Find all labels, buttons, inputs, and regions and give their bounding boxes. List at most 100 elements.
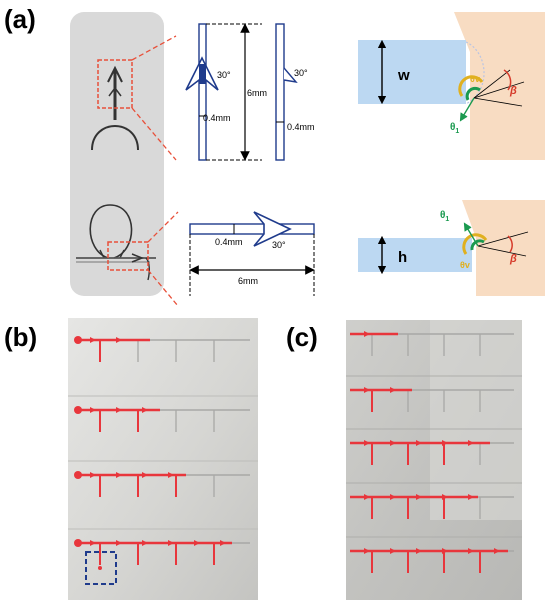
panel-b-background [68,318,258,600]
device-top-arrow [107,65,123,83]
flow-arrow-mark [442,494,448,500]
theta-1-vector [459,97,475,122]
flow-arrow-mark [168,472,174,478]
panel-label-c: (c) [286,322,318,352]
flow-arrow-mark [416,548,422,554]
flow-arrow-mark [116,540,122,546]
flow-arrow-mark [142,540,148,546]
flow-arrow-mark [364,440,370,446]
main-vertical-channel [198,23,207,161]
panel-b-channel-strip [74,336,250,362]
flow-arrow-mark [442,440,448,446]
h-label: h [398,249,407,266]
flow-arrow-mark [390,548,396,554]
flow-arrow-mark [416,494,422,500]
flow-arrow-mark [468,494,474,500]
panel-b-channel-strip [74,471,250,497]
flow-arrow-mark [142,472,148,478]
panel-b-channel-strip [74,539,250,565]
bottom-solid-region [476,200,545,296]
beta-arc [503,69,512,91]
flow-arrow-mark [220,540,226,546]
bottom-theta-v-arc [462,233,488,255]
flow-arrow-mark [390,387,396,393]
flow-arrow-mark [416,440,422,446]
panel-c-channel-strip [350,440,514,465]
bottom-width-label: 0.4mm [215,237,243,247]
flow-arrow-mark [142,407,148,413]
inlet-drop [74,336,82,344]
top-angle-label-1: 30° [217,70,231,80]
flow-arrow-mark [168,540,174,546]
flow-arrow-mark [90,337,96,343]
flow-arrow-mark [442,548,448,554]
top-arrow-filled-section [199,64,206,84]
bottom-angle-label: 30° [272,240,286,250]
flow-arrow-mark [194,540,200,546]
panel-c-photo [346,320,522,600]
panel-c-channel-strip [350,494,514,519]
top-theta-v-label: θv [470,74,480,84]
top-fluid-region [358,40,466,104]
theta-1-arc [465,86,481,101]
flow-arrow-mark [468,548,474,554]
flow-arrow-mark [90,472,96,478]
flow-arrow-mark [90,540,96,546]
device-loop [89,204,133,259]
panel-c-channel-strip [350,548,514,573]
inlet-drop [74,539,82,547]
bottom-theta-v-label: θv [460,260,470,270]
panel-b-photo [68,318,258,600]
bottom-meniscus-schematic: h θv β θ1 [358,200,545,296]
bottom-length-label: 6mm [238,276,258,286]
flow-arrow-mark [116,407,122,413]
inlet-drop [74,406,82,414]
flow-arrow-mark [390,494,396,500]
bottom-beta-arc [507,235,513,253]
top-meniscus-schematic: w θv β θ1 [358,12,545,160]
panel-c-channel-strip [350,387,514,412]
device-image [70,12,164,296]
secondary-vertical-channel [275,23,285,161]
bottom-theta-1-vector [463,222,479,247]
top-beta-label: β [509,85,517,97]
flow-arrow-mark [364,387,370,393]
top-theta-1-label: θ1 [450,122,459,135]
flow-arrow-mark [364,548,370,554]
theta-v-arc [458,75,484,97]
top-width-label-2: 0.4mm [287,122,315,132]
top-width-label-1: 0.4mm [203,113,231,123]
secondary-barb [283,67,298,84]
w-label: w [397,67,410,84]
flow-arrow-mark [116,472,122,478]
flow-arrow-mark [494,548,500,554]
bottom-callout-box [107,241,149,271]
flow-arrow-mark [90,407,96,413]
panel-b-channel-strip [74,406,250,432]
panel-label-a: (a) [4,4,36,34]
top-solid-region [470,12,545,160]
roi-drop [98,566,102,570]
inlet-drop [74,471,82,479]
device-arch [91,125,139,151]
flow-arrow-mark [364,331,370,337]
flow-arrow-mark [116,337,122,343]
flow-arrow-mark [364,494,370,500]
bottom-channel-design: 0.4mm 30° 6mm [189,211,315,296]
top-length-label: 6mm [247,88,267,98]
bottom-beta-label: β [509,253,517,265]
bottom-fluid-region [358,238,472,272]
panel-label-b: (b) [4,322,38,352]
top-angle-label-2: 30° [294,68,308,78]
flow-arrow-mark [468,440,474,446]
device-background [70,12,164,296]
top-channel-design: 30° 6mm 0.4mm 30° 0.4mm [185,23,315,161]
horizontal-channel [189,223,315,235]
flow-arrow-mark [390,440,396,446]
region-of-interest-box [85,551,117,585]
top-callout-box [97,59,133,109]
bottom-theta-1-label: θ1 [440,210,449,223]
panel-c-channel-strip [350,331,514,356]
